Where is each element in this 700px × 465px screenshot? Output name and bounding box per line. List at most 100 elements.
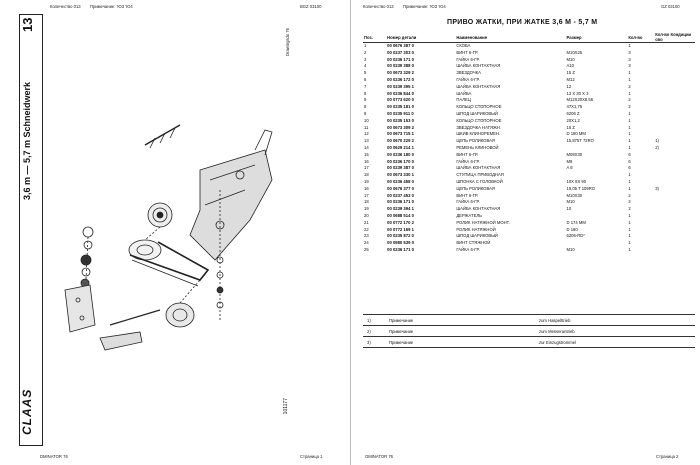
- cell-name: ГАЙКА 6-ГР.: [456, 246, 480, 252]
- cell-extra: [654, 70, 695, 77]
- cell-name: ШПОД ШАРИКОВЫЙ: [456, 233, 498, 239]
- cell-pos: 13: [364, 138, 369, 144]
- cell-qty: 1: [628, 219, 631, 225]
- cell-part: 00 0237 303 0: [387, 49, 414, 55]
- note-number: 1): [367, 317, 371, 323]
- note-text: zur Einzugstrommel: [539, 339, 577, 345]
- cell-name: ГАЙКА 6-ГР.: [456, 158, 480, 164]
- cell-name: КОЛЬЦО СТОПОРНОЕ: [456, 117, 502, 123]
- cell-pos: 8: [364, 104, 367, 110]
- cell-extra: [654, 84, 695, 91]
- cell-pos: 9: [364, 97, 367, 103]
- table-header-row: Поз. Номер детали Наименование Размер Ко…: [363, 32, 695, 43]
- cell-pos: 4: [364, 63, 367, 69]
- cell-qty: 6: [628, 151, 631, 157]
- cell-qty: 6: [628, 165, 631, 171]
- cell-pos: 19: [364, 206, 369, 212]
- cell-part: 00 0772 170 2: [387, 219, 414, 225]
- cell-part: 00 0980 539 0: [387, 240, 414, 246]
- col-part: Номер детали: [386, 32, 456, 43]
- cell-pos: 1: [364, 43, 367, 48]
- cell-name: ШПОД ШАРИКОВЫЙ: [456, 110, 498, 116]
- cell-qty: 2: [628, 83, 631, 89]
- cell-pos: 2: [364, 49, 367, 55]
- cell-part: 00 0235 872 0: [387, 233, 414, 239]
- cell-part: 00 0235 181 0: [387, 104, 414, 110]
- cell-qty: 1: [628, 76, 631, 82]
- cell-name: ЦЕПЬ РОЛИКОВАЯ: [456, 185, 495, 191]
- cell-size: 10: [566, 206, 572, 212]
- cell-qty: 1: [628, 226, 631, 232]
- cell-part: 00 0236 458 0: [387, 178, 414, 184]
- note-text: zum Haspelttrieb: [539, 317, 571, 323]
- cell-name: РОЛИК НАТЯЖНОЙ МОНТ.: [456, 219, 510, 225]
- cell-pos: 19: [364, 178, 369, 184]
- cell-size: 12: [566, 83, 572, 89]
- page-title: ПРИВО ЖАТКИ, ПРИ ЖАТКЕ 3,6 М - 5,7 М: [447, 19, 598, 26]
- note-number: 2): [367, 328, 371, 334]
- cell-pos: 17: [364, 165, 369, 171]
- cell-extra: 2): [655, 144, 659, 150]
- note-row: 1) Примечание zum Haspelttrieb: [363, 315, 695, 326]
- cell-part: 00 0239 388 0: [387, 63, 414, 69]
- cell-pos: 15: [364, 151, 369, 157]
- cell-qty: 2: [628, 104, 631, 110]
- col-name: Наименование: [455, 32, 566, 43]
- cell-part: 00 0676 377 0: [387, 185, 414, 191]
- cell-extra: [654, 152, 695, 159]
- left-page: Количество 013 Примечание: 'ЮЗ 'Ю4 BGZ 0…: [19, 0, 351, 465]
- cell-qty: 1: [628, 90, 631, 96]
- cell-size: 13 X 30 X 3: [566, 90, 589, 96]
- cell-name: ШКИВ КЛИНОРЕМЕН.: [456, 131, 501, 137]
- cell-qty: 3: [628, 63, 631, 69]
- right-header-code: GZ 03100: [661, 4, 680, 9]
- cell-name: ДЕРЖАТЕЛЬ: [456, 212, 482, 218]
- cell-qty: 3: [628, 56, 631, 62]
- cell-size: M10X30: [566, 192, 583, 198]
- cell-pos: 11: [364, 124, 369, 130]
- cell-size: M10: [566, 246, 575, 252]
- cell-name: ШАЙБА КОНТАКТНАЯ: [456, 63, 501, 69]
- cell-size: [566, 145, 628, 152]
- cell-extra: [654, 97, 695, 104]
- cell-part: 00 0236 170 0: [387, 158, 414, 164]
- cell-pos: 22: [364, 226, 369, 232]
- right-footer-page: Страница 2: [656, 454, 679, 459]
- cell-extra: [654, 104, 695, 111]
- cell-extra: [654, 50, 695, 57]
- cell-part: 00 0673 309 2: [387, 124, 414, 130]
- claas-logo: CLAAS: [20, 388, 34, 435]
- cell-qty: 1: [628, 70, 631, 76]
- cell-name: ШАЙБА КОНТАКТНАЯ: [456, 206, 501, 212]
- cell-extra: [654, 131, 695, 138]
- left-footer-model: DMINATOR 76: [40, 454, 68, 459]
- cell-pos: 25: [364, 246, 369, 252]
- cell-pos: 16: [364, 185, 369, 191]
- cell-extra: [654, 213, 695, 220]
- cell-name: ШАЙБА КОНТАКТНАЯ: [456, 165, 501, 171]
- parts-table: Поз. Номер детали Наименование Размер Ко…: [363, 32, 695, 254]
- cell-pos: 7: [364, 83, 367, 89]
- cell-extra: [654, 57, 695, 64]
- cell-name: СКОБА: [456, 43, 471, 48]
- cell-qty: 1: [628, 117, 631, 123]
- right-page: Количество 013 Примечание: 'ЮЗ 'Ю4 GZ 03…: [351, 0, 700, 465]
- cell-part: 00 0236 844 0: [387, 90, 414, 96]
- cell-size: 10X 8X 90: [566, 178, 587, 184]
- right-header-quantity: Количество 013: [363, 4, 394, 9]
- cell-size: 15 Z: [566, 124, 575, 130]
- cell-pos: 23: [364, 233, 369, 239]
